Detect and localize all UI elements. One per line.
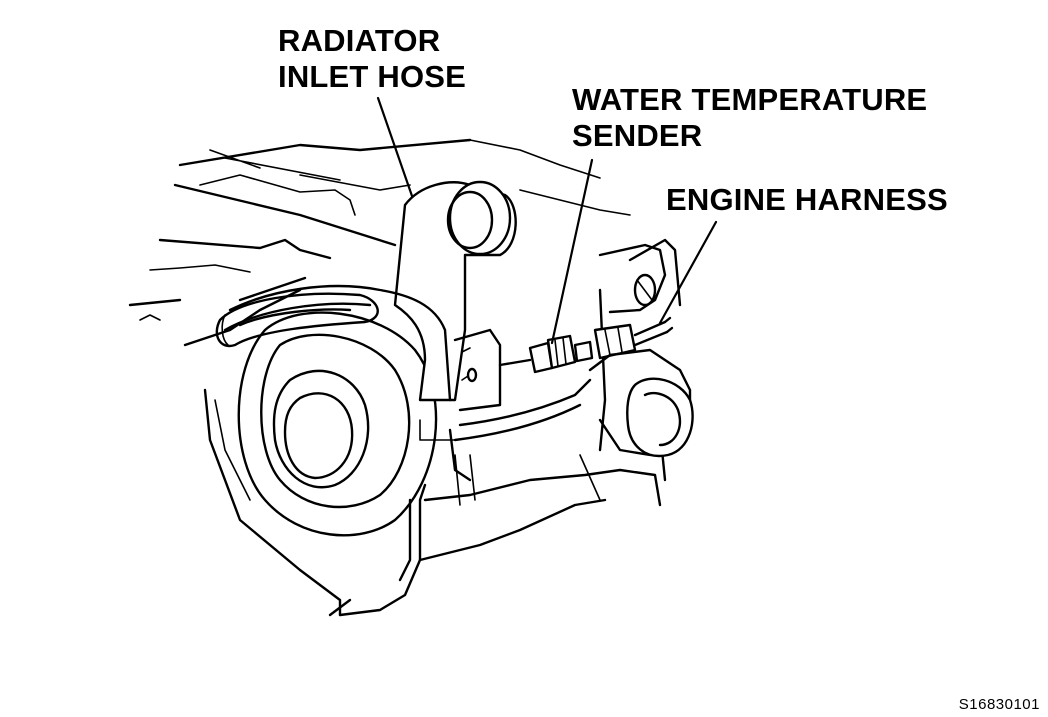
water-temperature-sender (528, 334, 594, 374)
callout-water-temperature-sender: WATER TEMPERATURE SENDER (572, 82, 927, 154)
callout-engine-harness: ENGINE HARNESS (666, 182, 948, 218)
mounting-bracket (598, 243, 667, 314)
callout-radiator-inlet-hose-line-1: RADIATOR (278, 23, 441, 58)
leader-lines (376, 96, 718, 345)
engine-harness (593, 316, 674, 360)
sender-boss (453, 328, 532, 412)
water-outlet-tube (453, 348, 694, 458)
radiator-inlet-hose (221, 180, 517, 402)
leader-water-temperature-sender (550, 158, 594, 345)
leader-radiator-inlet-hose (376, 96, 414, 198)
callout-water-temperature-sender-line-2: SENDER (572, 118, 703, 153)
engine-top-rim (173, 138, 631, 247)
slotted-bracket (215, 292, 379, 348)
figure-code: S16830101 (958, 696, 1040, 713)
callout-radiator-inlet-hose-line-2: INLET HOSE (278, 59, 467, 94)
lower-housing (328, 419, 472, 617)
crank-pulley (237, 311, 438, 537)
callout-radiator-inlet-hose: RADIATOR INLET HOSE (278, 23, 466, 95)
leader-engine-harness (658, 220, 718, 325)
callout-engine-harness-line-1: ENGINE HARNESS (666, 182, 948, 217)
callout-water-temperature-sender-line-1: WATER TEMPERATURE (572, 82, 928, 117)
